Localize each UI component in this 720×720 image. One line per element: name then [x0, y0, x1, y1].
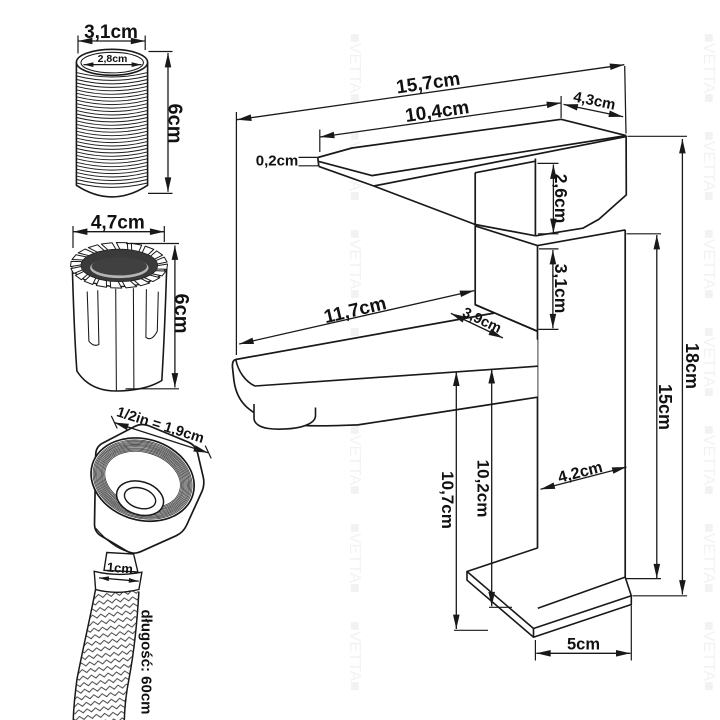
svg-text:■VETTA■: ■VETTA■	[346, 33, 363, 103]
svg-text:■VETTA■: ■VETTA■	[700, 523, 717, 593]
svg-text:18cm: 18cm	[682, 343, 702, 389]
svg-text:15cm: 15cm	[655, 384, 675, 430]
svg-text:6cm: 6cm	[170, 293, 192, 333]
svg-text:■VETTA■: ■VETTA■	[346, 229, 363, 299]
svg-text:10,7cm: 10,7cm	[438, 471, 457, 529]
svg-text:■VETTA■: ■VETTA■	[700, 131, 717, 201]
svg-text:10,4cm: 10,4cm	[404, 97, 471, 127]
svg-text:długość: 60cm: długość: 60cm	[138, 609, 155, 714]
svg-text:■VETTA■: ■VETTA■	[700, 425, 717, 495]
svg-text:■VETTA■: ■VETTA■	[700, 327, 717, 397]
svg-text:6cm: 6cm	[163, 103, 185, 143]
svg-text:0,2cm: 0,2cm	[256, 152, 299, 169]
svg-text:■VETTA■: ■VETTA■	[700, 229, 717, 299]
svg-text:5cm: 5cm	[567, 636, 600, 654]
svg-text:1cm: 1cm	[106, 559, 133, 576]
svg-text:15,7cm: 15,7cm	[395, 69, 462, 99]
svg-text:10,2cm: 10,2cm	[474, 460, 493, 518]
svg-text:4,3cm: 4,3cm	[572, 88, 617, 113]
svg-text:3,1cm: 3,1cm	[551, 264, 571, 314]
svg-text:2,6cm: 2,6cm	[551, 174, 571, 224]
svg-text:■VETTA■: ■VETTA■	[346, 621, 363, 691]
svg-text:2,8cm: 2,8cm	[98, 53, 128, 65]
svg-text:■VETTA■: ■VETTA■	[700, 33, 717, 103]
svg-text:■VETTA■: ■VETTA■	[346, 523, 363, 593]
svg-text:3,1cm: 3,1cm	[84, 22, 138, 43]
svg-text:■VETTA■: ■VETTA■	[346, 425, 363, 495]
svg-text:4,7cm: 4,7cm	[91, 213, 145, 234]
svg-text:■VETTA■: ■VETTA■	[700, 621, 717, 691]
